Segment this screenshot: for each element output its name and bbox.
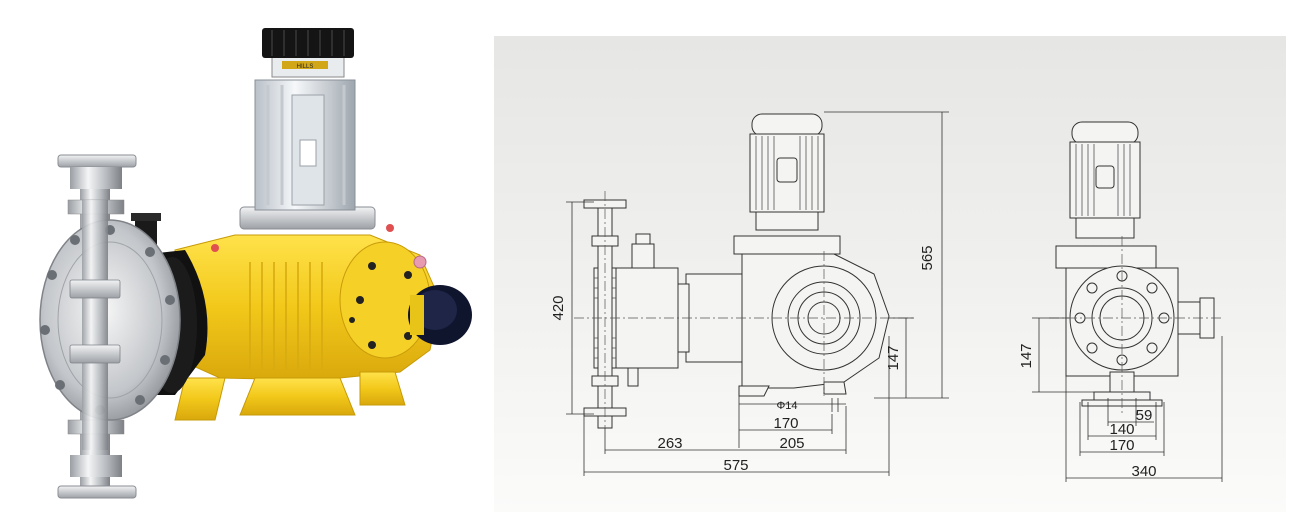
oil-plug	[413, 255, 427, 269]
drawing-svg: 565 420 147 Φ14 170 205 263 575 147 59 1…	[550, 111, 1223, 482]
dim-length-total: 575	[723, 457, 748, 474]
dim-base-inner: 170	[773, 415, 798, 432]
dim-height-total: 565	[919, 245, 936, 270]
bottom-flange-neck	[70, 455, 122, 477]
dim-axis-front: 147	[1018, 343, 1035, 368]
front-motor	[1055, 121, 1157, 269]
motor-label-text: HILLS	[297, 64, 314, 70]
dimension-drawing: 565 420 147 Φ14 170 205 263 575 147 59 1…	[494, 36, 1286, 512]
pump-photo: HILLS	[0, 0, 490, 531]
top-flange	[57, 154, 137, 168]
dim-bolt-hole: Φ14	[776, 400, 797, 412]
side-motor	[733, 113, 841, 255]
dim-inlet-outlet: 420	[550, 295, 567, 320]
dim-base-outer: 205	[779, 435, 804, 452]
pump-illustration: HILLS	[39, 28, 472, 499]
dim-offset: 263	[657, 435, 682, 452]
front-dimensions	[1032, 317, 1223, 482]
dim-axis-side: 147	[885, 345, 902, 370]
dim-front-base: 170	[1109, 437, 1134, 454]
top-flange-neck	[70, 167, 122, 189]
dim-front-inner: 140	[1109, 421, 1134, 438]
foot-center	[239, 377, 356, 416]
bottom-flange	[57, 485, 137, 499]
dim-front-small: 59	[1136, 407, 1153, 424]
foot-left	[174, 377, 226, 421]
dim-front-width: 340	[1131, 463, 1156, 480]
side-dimensions	[566, 111, 949, 476]
pump-head	[39, 219, 181, 421]
